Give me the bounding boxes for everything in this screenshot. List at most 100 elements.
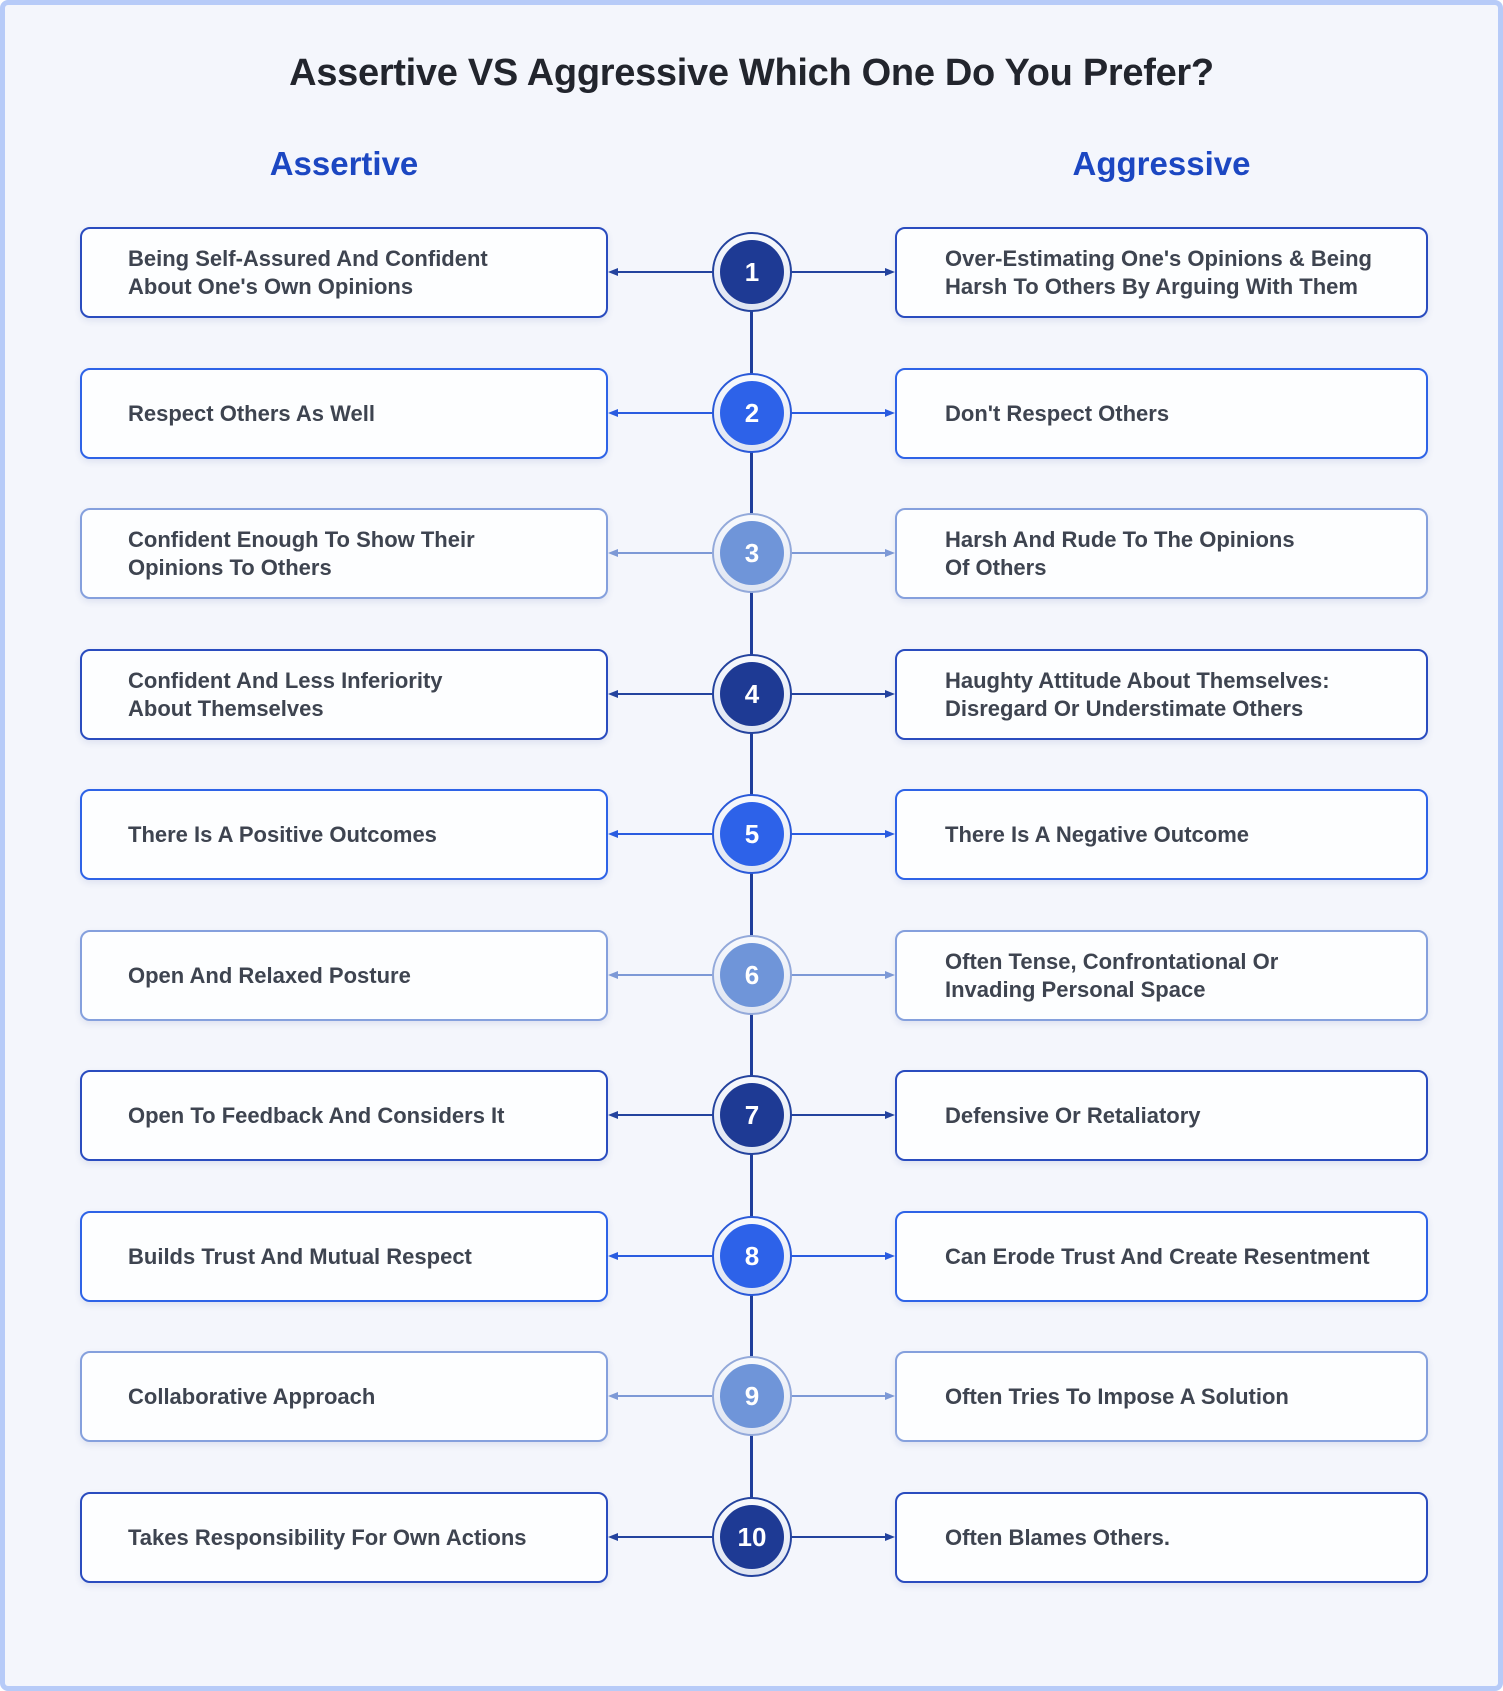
step-number: 7	[720, 1083, 784, 1147]
step-circle: 7	[712, 1075, 792, 1155]
assertive-box: Takes Responsibility For Own Actions	[80, 1492, 608, 1583]
comparison-row: Confident Enough To Show Their Opinions …	[5, 508, 1498, 599]
row-connector: 6	[608, 930, 895, 1021]
arrow-right-icon	[885, 1252, 895, 1260]
step-number: 9	[720, 1364, 784, 1428]
connector-line-left	[615, 693, 715, 695]
arrow-left-icon	[608, 1111, 618, 1119]
step-number: 1	[720, 240, 784, 304]
row-connector: 3	[608, 508, 895, 599]
row-connector: 5	[608, 789, 895, 880]
comparison-row: There Is A Positive Outcomes 5 There Is …	[5, 789, 1498, 880]
arrow-right-icon	[885, 549, 895, 557]
assertive-box: Confident Enough To Show Their Opinions …	[80, 508, 608, 599]
aggressive-box: Can Erode Trust And Create Resentment	[895, 1211, 1428, 1302]
arrow-left-icon	[608, 549, 618, 557]
arrow-left-icon	[608, 1392, 618, 1400]
comparison-row: Collaborative Approach 9 Often Tries To …	[5, 1351, 1498, 1442]
connector-line-left	[615, 1255, 715, 1257]
aggressive-label: There Is A Negative Outcome	[945, 821, 1250, 847]
row-connector: 4	[608, 649, 895, 740]
comparison-row: Being Self-Assured And Confident About O…	[5, 227, 1498, 318]
column-header-assertive: Assertive	[269, 145, 419, 182]
page-title: Assertive VS Aggressive Which One Do You…	[289, 52, 1214, 94]
aggressive-box: Often Tense, Confrontational Or Invading…	[895, 930, 1428, 1021]
aggressive-box: Haughty Attitude About Themselves: Disre…	[895, 649, 1428, 740]
assertive-label: Builds Trust And Mutual Respect	[128, 1243, 472, 1269]
connector-line-right	[788, 1255, 888, 1257]
connector-line-left	[615, 1395, 715, 1397]
connector-line-right	[788, 1395, 888, 1397]
connector-line-left	[615, 1536, 715, 1538]
step-circle: 10	[712, 1497, 792, 1577]
aggressive-label: Often Tries To Impose A Solution	[945, 1383, 1289, 1409]
assertive-label: Collaborative Approach	[128, 1383, 376, 1409]
assertive-box: Builds Trust And Mutual Respect	[80, 1211, 608, 1302]
step-number: 2	[720, 381, 784, 445]
aggressive-label: Defensive Or Retaliatory	[945, 1102, 1201, 1128]
column-header-aggressive: Aggressive	[1072, 145, 1251, 182]
comparison-row: Builds Trust And Mutual Respect 8 Can Er…	[5, 1211, 1498, 1302]
arrow-left-icon	[608, 830, 618, 838]
row-connector: 10	[608, 1492, 895, 1583]
assertive-box: Open And Relaxed Posture	[80, 930, 608, 1021]
aggressive-label: Over-Estimating One's Opinions & Being H…	[945, 246, 1372, 299]
aggressive-label: Can Erode Trust And Create Resentment	[945, 1243, 1370, 1269]
assertive-box: Confident And Less Inferiority About The…	[80, 649, 608, 740]
step-circle: 2	[712, 373, 792, 453]
assertive-label: Respect Others As Well	[128, 400, 375, 426]
step-number: 10	[720, 1505, 784, 1569]
connector-line-right	[788, 1536, 888, 1538]
assertive-box: There Is A Positive Outcomes	[80, 789, 608, 880]
step-circle: 6	[712, 935, 792, 1015]
connector-line-left	[615, 1114, 715, 1116]
aggressive-box: Harsh And Rude To The Opinions Of Others	[895, 508, 1428, 599]
vertical-connector-line	[750, 273, 753, 1537]
arrow-left-icon	[608, 690, 618, 698]
arrow-right-icon	[885, 268, 895, 276]
comparison-row: Open To Feedback And Considers It 7 Defe…	[5, 1070, 1498, 1161]
step-circle: 3	[712, 513, 792, 593]
arrow-left-icon	[608, 1533, 618, 1541]
step-number: 8	[720, 1224, 784, 1288]
connector-line-right	[788, 974, 888, 976]
comparison-row: Takes Responsibility For Own Actions 10 …	[5, 1492, 1498, 1583]
assertive-label: Confident And Less Inferiority About The…	[128, 668, 443, 721]
step-circle: 8	[712, 1216, 792, 1296]
assertive-label: Takes Responsibility For Own Actions	[128, 1524, 527, 1550]
connector-line-right	[788, 693, 888, 695]
connector-line-right	[788, 833, 888, 835]
connector-line-right	[788, 552, 888, 554]
step-number: 6	[720, 943, 784, 1007]
arrow-right-icon	[885, 690, 895, 698]
connector-line-right	[788, 412, 888, 414]
aggressive-label: Often Blames Others.	[945, 1524, 1170, 1550]
aggressive-box: Don't Respect Others	[895, 368, 1428, 459]
step-number: 5	[720, 802, 784, 866]
comparison-row: Confident And Less Inferiority About The…	[5, 649, 1498, 740]
row-connector: 8	[608, 1211, 895, 1302]
step-circle: 9	[712, 1356, 792, 1436]
row-connector: 9	[608, 1351, 895, 1442]
connector-line-left	[615, 271, 715, 273]
row-connector: 1	[608, 227, 895, 318]
step-circle: 1	[712, 232, 792, 312]
step-circle: 5	[712, 794, 792, 874]
assertive-label: Being Self-Assured And Confident About O…	[128, 246, 488, 299]
connector-line-left	[615, 412, 715, 414]
aggressive-label: Often Tense, Confrontational Or Invading…	[945, 949, 1279, 1002]
row-connector: 7	[608, 1070, 895, 1161]
assertive-label: Open To Feedback And Considers It	[128, 1102, 505, 1128]
row-connector: 2	[608, 368, 895, 459]
assertive-label: Open And Relaxed Posture	[128, 962, 411, 988]
arrow-right-icon	[885, 830, 895, 838]
connector-line-left	[615, 974, 715, 976]
assertive-label: Confident Enough To Show Their Opinions …	[128, 527, 475, 580]
connector-line-right	[788, 271, 888, 273]
arrow-right-icon	[885, 1392, 895, 1400]
step-circle: 4	[712, 654, 792, 734]
arrow-left-icon	[608, 409, 618, 417]
aggressive-box: Often Blames Others.	[895, 1492, 1428, 1583]
arrow-right-icon	[885, 971, 895, 979]
